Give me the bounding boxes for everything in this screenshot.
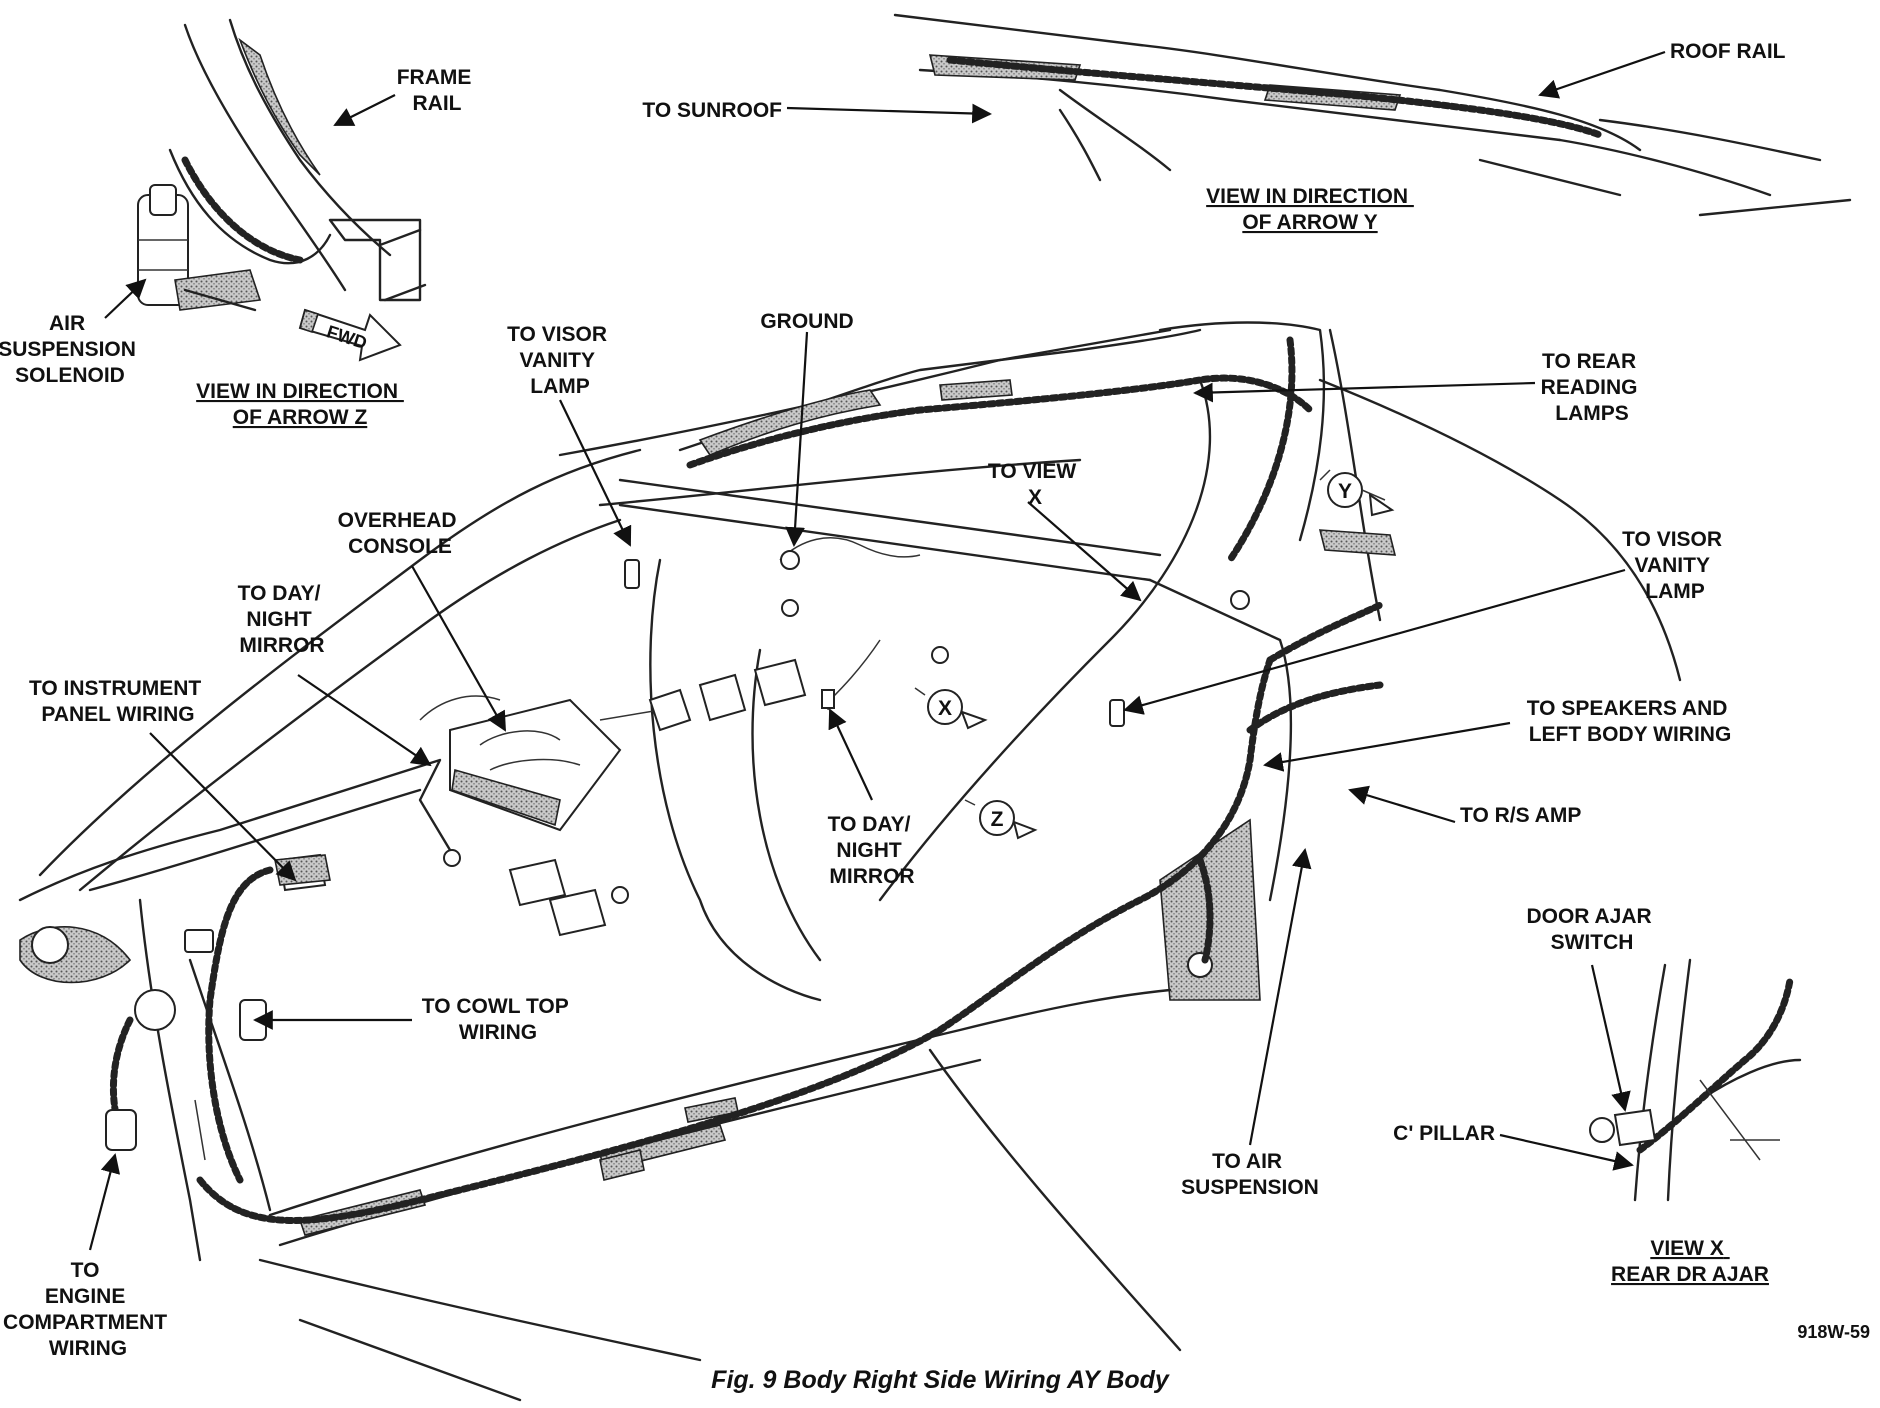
label-roof-rail: ROOF RAIL	[1670, 40, 1786, 63]
callout-labels: FRAME RAIL AIR SUSPENSION SOLENOID VIEW …	[0, 40, 1786, 1360]
inset-view-y	[893, 13, 1852, 217]
vehicle-body	[18, 321, 1682, 1402]
marker-x-label: X	[938, 697, 952, 720]
marker-y-label: Y	[1338, 480, 1352, 503]
label-to-air-suspension: TO AIR SUSPENSION	[1181, 1150, 1319, 1199]
view-z-caption: VIEW IN DIRECTION OF ARROW Z	[196, 380, 404, 429]
label-to-instrument-panel-wiring: TO INSTRUMENT PANEL WIRING	[29, 677, 207, 726]
marker-z-label: Z	[991, 808, 1004, 831]
label-to-rs-amp: TO R/S AMP	[1460, 804, 1581, 827]
label-to-view-x: TO VIEW X	[988, 460, 1082, 509]
label-to-speakers-left-body: TO SPEAKERS AND LEFT BODY WIRING	[1527, 697, 1734, 746]
roof-fasteners	[624, 537, 1250, 727]
label-air-suspension-solenoid: AIR SUSPENSION SOLENOID	[0, 312, 142, 387]
figure-caption: Fig. 9 Body Right Side Wiring AY Body	[711, 1366, 1170, 1394]
view-marker-y-icon: Y	[1319, 469, 1395, 517]
label-overhead-console: OVERHEAD CONSOLE	[338, 509, 463, 558]
fwd-label: FWD	[324, 321, 369, 353]
label-c-pillar: C' PILLAR	[1393, 1122, 1495, 1145]
label-frame-rail: FRAME RAIL	[397, 66, 478, 115]
label-door-ajar-switch: DOOR AJAR SWITCH	[1526, 905, 1657, 954]
label-to-visor-vanity-lamp-left: TO VISOR VANITY LAMP	[507, 323, 613, 398]
label-to-cowl-top-wiring: TO COWL TOP WIRING	[422, 995, 574, 1044]
leader-lines	[88, 50, 1666, 1251]
label-to-sunroof: TO SUNROOF	[642, 99, 782, 122]
label-to-rear-reading-lamps: TO REAR READING LAMPS	[1541, 350, 1644, 425]
label-ground: GROUND	[760, 310, 853, 333]
label-to-day-night-mirror-upper: TO DAY/ NIGHT MIRROR	[238, 582, 327, 657]
overhead-console	[419, 639, 881, 937]
figure-code: 918W-59	[1797, 1322, 1870, 1342]
view-marker-x-icon: X	[914, 687, 988, 730]
label-to-visor-vanity-lamp-right: TO VISOR VANITY LAMP	[1622, 528, 1728, 603]
view-y-caption: VIEW IN DIRECTION OF ARROW Y	[1206, 185, 1414, 234]
inset-view-x	[1589, 958, 1802, 1202]
label-to-day-night-mirror-lower: TO DAY/ NIGHT MIRROR	[828, 813, 917, 888]
fwd-arrow-icon: FWD	[298, 308, 402, 362]
label-to-engine-compartment: TO ENGINE COMPARTMENT WIRING	[3, 1259, 173, 1360]
view-marker-z-icon: Z	[964, 799, 1038, 840]
view-x-caption: VIEW X REAR DR AJAR	[1611, 1237, 1769, 1286]
inset-view-z: FWD	[137, 18, 427, 362]
